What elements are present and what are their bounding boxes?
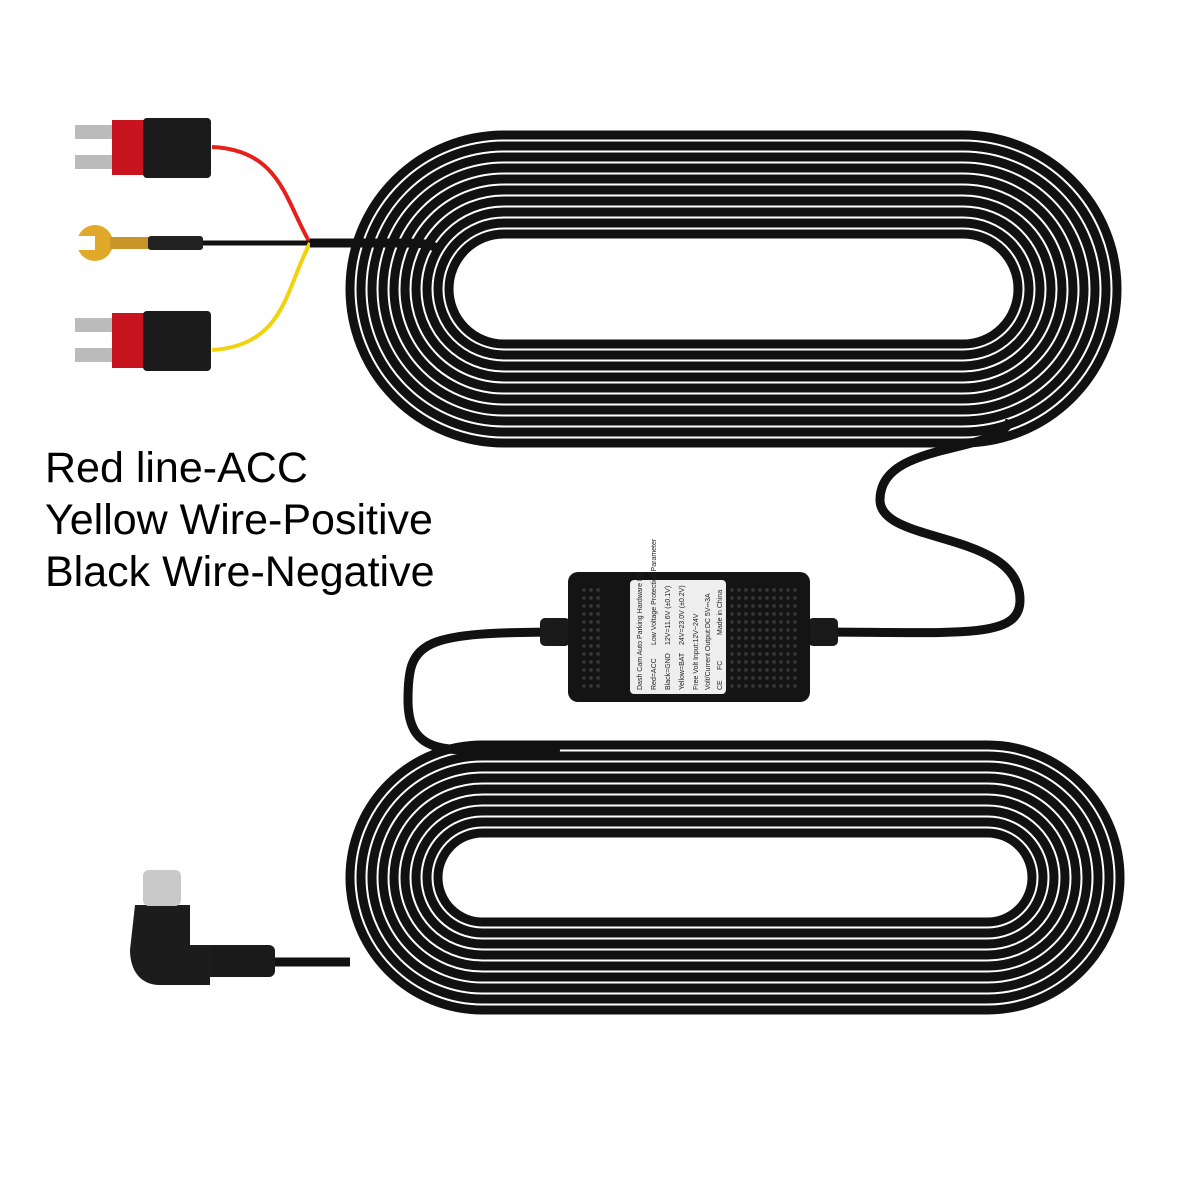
cable-turn (400, 185, 1067, 393)
cable-turn (400, 795, 1070, 960)
svg-text:12V=11.6V (±0.1V): 12V=11.6V (±0.1V) (665, 586, 672, 645)
cable-turn (422, 207, 1045, 371)
cable-turn (411, 806, 1059, 949)
cable-turn (356, 141, 1111, 437)
module-label (630, 580, 726, 694)
fuse-tap-yellow (75, 311, 211, 371)
usb-c-connector (130, 870, 350, 985)
fuse-tap-red (75, 118, 211, 178)
cable-turn (367, 762, 1103, 993)
cable-turn (345, 130, 1122, 448)
wire-legend: Red line-ACC Yellow Wire-Positive Black … (45, 442, 435, 598)
cable-loop (809, 417, 1025, 638)
svg-text:Made in China: Made in China (717, 590, 724, 635)
control-module (568, 572, 810, 702)
module-label-text: Dash Cam Auto Parking Hardware Kit Red=A… (637, 538, 724, 690)
svg-text:24V=23.0V (±0.2V): 24V=23.0V (±0.2V) (679, 585, 686, 645)
svg-text:CE: CE (717, 680, 724, 690)
cable-turn (378, 773, 1092, 982)
cable-turn (422, 817, 1048, 938)
strain-relief (808, 618, 838, 646)
bottom-cable-coil (345, 740, 1125, 1015)
cable-turn (433, 828, 1037, 927)
ring-terminal (70, 225, 203, 261)
cable-turn (389, 784, 1081, 971)
svg-text:Black=GND: Black=GND (665, 653, 672, 690)
svg-text:Volt/Current Output:DC 5V⎓3A: Volt/Current Output:DC 5V⎓3A (705, 593, 712, 690)
cable-turn (345, 740, 1125, 1015)
cable-turn (367, 152, 1100, 426)
yellow-wire (211, 242, 312, 352)
cable-turn (411, 196, 1056, 382)
label-title: Dash Cam Auto Parking Hardware Kit (637, 573, 644, 690)
legend-yellow: Yellow Wire-Positive (45, 496, 433, 544)
svg-text:Low Voltage Protection Paramet: Low Voltage Protection Parameter (651, 538, 658, 645)
svg-text:Red=ACC: Red=ACC (651, 658, 658, 690)
cable-turn (389, 174, 1078, 404)
cable-turn (378, 163, 1089, 415)
cable-turn (433, 218, 1034, 360)
strain-relief (540, 618, 570, 646)
red-wire (211, 145, 312, 245)
legend-black: Black Wire-Negative (45, 548, 435, 596)
svg-text:Yellow=BAT: Yellow=BAT (679, 652, 686, 690)
svg-text:FC: FC (717, 661, 724, 670)
cable-turn (444, 229, 1023, 349)
legend-red: Red line-ACC (45, 444, 308, 492)
svg-text:Free Volt Input:12V~24V: Free Volt Input:12V~24V (693, 613, 700, 690)
top-cable-coil (345, 130, 1122, 448)
cable-turn (356, 751, 1114, 1004)
cable-loop (403, 627, 569, 755)
